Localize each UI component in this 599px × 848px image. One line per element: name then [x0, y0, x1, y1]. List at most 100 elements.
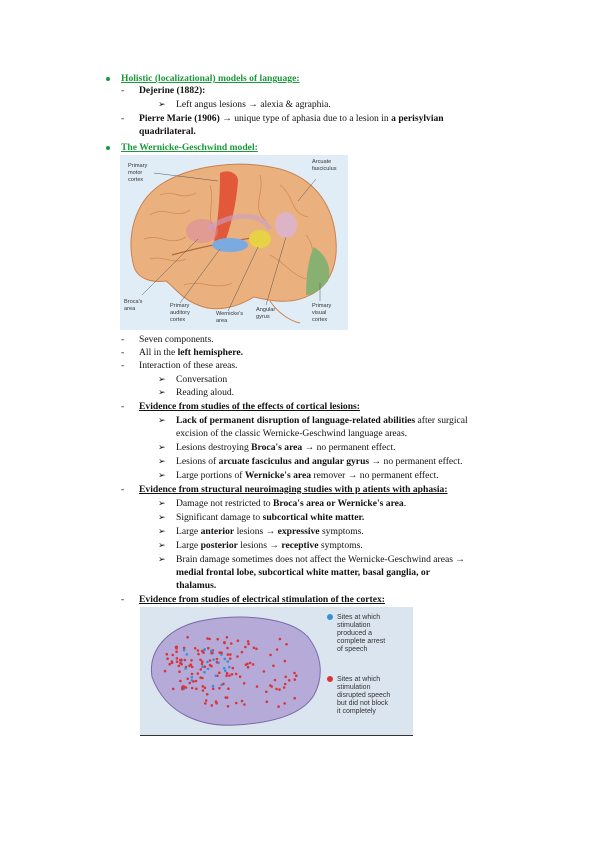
stimulation-site-dot — [163, 669, 167, 673]
stimulation-site-dot — [182, 648, 186, 652]
stimulation-site-dot — [189, 663, 193, 666]
stimulation-site-dot — [193, 647, 197, 650]
stimulation-site-dot — [269, 653, 272, 657]
stimulation-site-dot — [278, 637, 282, 641]
bullet-holistic — [106, 77, 110, 81]
stimulation-site-dot — [192, 680, 195, 683]
stimulation-site-dot — [178, 658, 182, 662]
arrow-bullet-icon: ➢ — [158, 512, 166, 522]
stimulation-site-dot — [272, 664, 275, 668]
dash: - — [121, 594, 125, 605]
stimulation-site-dot — [203, 665, 207, 668]
neuro-item-5-cont: medial frontal lobe, subcortical white m… — [176, 567, 430, 578]
stimulation-site-dot — [170, 660, 174, 663]
dash: - — [121, 334, 125, 345]
stimulation-site-dot — [204, 699, 208, 702]
stimulation-site-dot — [225, 696, 229, 699]
stimulation-site-dot — [225, 671, 229, 675]
stimulation-site-dot — [194, 679, 198, 683]
stimulation-site-dot — [179, 679, 182, 683]
visual-cortex — [306, 247, 330, 295]
stimulation-site-dot — [285, 643, 288, 646]
stimulation-site-dot — [235, 701, 238, 705]
stimulation-site-dot — [287, 679, 291, 682]
legend-blue-text: Sites at which stimulation produced a co… — [337, 614, 387, 653]
stimulation-site-dot — [247, 642, 250, 646]
stimulation-site-dot — [200, 662, 204, 666]
stimulation-site-dot — [255, 685, 259, 688]
heading-lesions: Evidence from studies of the effects of … — [139, 401, 360, 412]
stimulation-site-dot — [181, 685, 185, 688]
stimulation-site-dot — [177, 664, 181, 668]
stimulation-site-dot — [174, 645, 178, 649]
stimulation-site-dot — [205, 692, 209, 696]
stimulation-site-dot — [211, 684, 215, 688]
heading-neuroimaging: Evidence from structural neuroimaging st… — [139, 484, 448, 495]
stimulation-site-dot — [265, 690, 268, 694]
stimulation-site-dot — [184, 686, 188, 689]
stimulation-site-dot — [201, 689, 205, 692]
stimulation-site-dot — [175, 650, 178, 653]
stimulation-site-dot — [212, 658, 215, 661]
stimulation-site-dot — [242, 682, 246, 685]
heading-stimulation: Evidence from studies of electrical stim… — [139, 594, 386, 605]
stimulation-site-dot — [182, 646, 186, 650]
stimulation-site-dot — [206, 660, 209, 664]
stimulation-site-dot — [199, 668, 203, 671]
wernickes-area — [249, 230, 271, 248]
arrow-bullet-icon: ➢ — [158, 526, 166, 536]
wg-left: All in the left hemisphere. — [139, 347, 244, 358]
lesion-item-1: Lack of permanent disruption of language… — [176, 415, 468, 426]
stimulation-site-dot — [171, 653, 174, 657]
stimulation-site-dot — [210, 651, 213, 655]
stimulation-site-dot — [228, 665, 231, 669]
stimulation-site-dot — [166, 657, 169, 660]
stimulation-site-dot — [206, 667, 210, 671]
stimulation-site-dot — [171, 687, 175, 691]
dash: - — [121, 360, 125, 371]
stimulation-site-dot — [255, 647, 258, 651]
stimulation-site-dot — [190, 686, 194, 690]
stimulation-site-dot — [188, 681, 192, 685]
stimulation-site-dot — [208, 637, 211, 641]
stimulation-site-dot — [226, 653, 230, 656]
arrow-bullet-icon: ➢ — [158, 415, 166, 425]
stimulation-site-dot — [190, 675, 194, 679]
stimulation-site-dot — [201, 665, 204, 669]
stimulation-site-dot — [190, 659, 193, 662]
dejerine-title: Dejerine (1882): — [139, 85, 206, 96]
stimulation-site-dot — [295, 674, 298, 678]
stimulation-site-dot — [204, 702, 207, 705]
arrow-bullet-icon: ➢ — [158, 99, 166, 109]
lesion-item-3: Lesions of arcuate fasciculus and angula… — [176, 456, 463, 467]
stimulation-site-dot — [183, 658, 187, 662]
stimulation-site-dot — [228, 674, 231, 677]
stimulation-site-dot — [244, 645, 247, 649]
stimulation-site-dot — [226, 646, 229, 650]
stimulation-site-dot — [214, 700, 218, 703]
stimulation-site-dot — [293, 678, 297, 681]
stimulation-site-dot — [226, 660, 230, 663]
stimulation-site-dot — [180, 663, 183, 666]
brain-outline — [130, 163, 337, 310]
auditory-cortex — [212, 238, 248, 252]
stimulation-site-dot — [195, 687, 198, 691]
angular-gyrus — [275, 212, 297, 238]
stimulation-site-dot — [186, 677, 189, 681]
neuro-item-4: Large posterior lesions → receptive symp… — [176, 540, 363, 551]
dash: - — [121, 85, 125, 96]
stimulation-site-dot — [220, 651, 223, 654]
stimulation-site-dot — [222, 666, 226, 670]
lesion-item-4: Large portions of Wernicke's area remove… — [176, 470, 439, 481]
stimulation-site-dot — [210, 664, 213, 668]
stimulation-site-dot — [273, 678, 277, 682]
neuro-item-1: Damage not restricted to Broca's area or… — [176, 498, 407, 509]
